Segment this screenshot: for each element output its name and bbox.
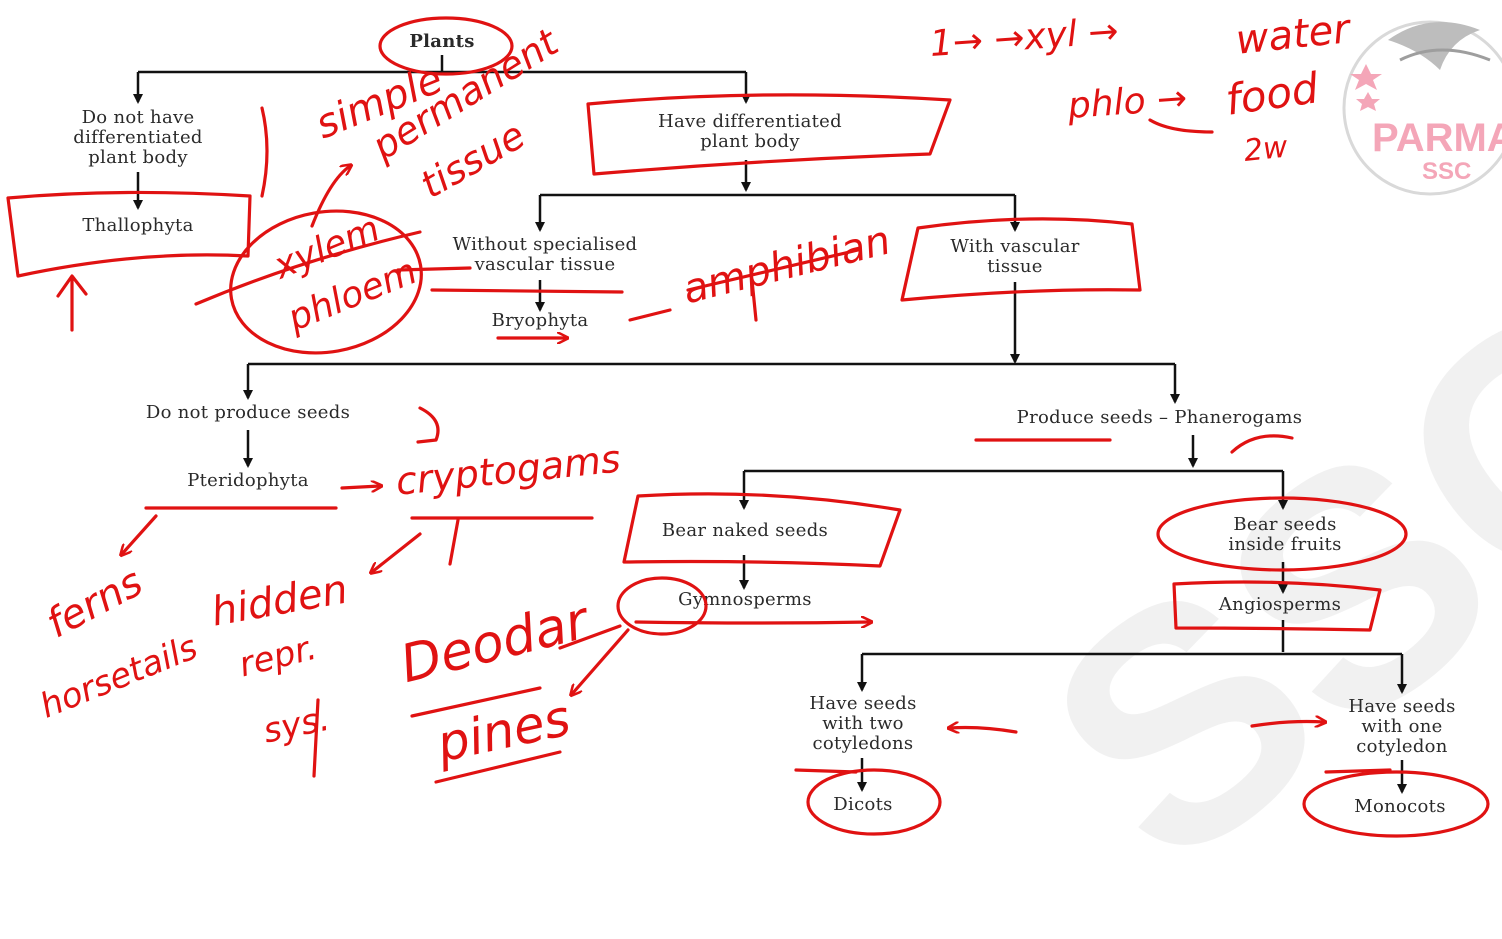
node-pteridophyta: Pteridophyta	[187, 470, 309, 491]
logo-graphic	[1342, 20, 1502, 196]
logo-name: PARMAR	[1372, 116, 1502, 160]
have-diff-box	[586, 93, 952, 176]
node-bear-naked-seeds: Bear naked seeds	[661, 520, 829, 541]
inside-fruits-circle	[1156, 496, 1408, 572]
node-bear-seeds-inside-fruits: Bear seeds inside fruits	[1228, 514, 1342, 555]
pen-strokes	[6, 16, 1490, 838]
with-vascular-box	[900, 217, 1142, 302]
node-two-cotyledons: Have seeds with two cotyledons	[809, 693, 917, 754]
connector-lines	[133, 55, 1407, 794]
angiosperms-box	[1172, 580, 1382, 632]
node-thallophyta: Thallophyta	[82, 215, 194, 236]
thallophyta-box	[6, 190, 252, 278]
node-have-differentiated-body: Have differentiated plant body	[658, 111, 842, 152]
node-without-vascular: Without specialised vascular tissue	[452, 234, 638, 275]
node-one-cotyledon: Have seeds with one cotyledon	[1348, 696, 1456, 757]
node-plants: Plants	[409, 31, 475, 52]
dicots-circle	[806, 768, 942, 836]
node-dicots: Dicots	[833, 794, 893, 815]
node-with-vascular: With vascular tissue	[950, 236, 1080, 277]
node-bryophyta: Bryophyta	[491, 310, 589, 331]
node-no-differentiated-body: Do not have differentiated plant body	[73, 107, 203, 168]
plants-circle	[378, 16, 514, 76]
naked-seeds-box	[622, 492, 902, 568]
logo-sub: SSC	[1422, 158, 1472, 185]
flowchart-canvas: SSC	[6, 6, 1502, 935]
node-gymnosperms: Gymnosperms	[678, 589, 812, 610]
monocots-circle	[1302, 770, 1490, 838]
gymnosperms-circle	[616, 576, 708, 636]
node-produce-seeds: Produce seeds – Phanerogams	[1016, 407, 1303, 428]
node-angiosperms: Angiosperms	[1218, 594, 1342, 615]
node-monocots: Monocots	[1354, 796, 1446, 817]
node-no-seeds: Do not produce seeds	[145, 402, 351, 423]
xylem-phloem-circle	[229, 209, 423, 355]
